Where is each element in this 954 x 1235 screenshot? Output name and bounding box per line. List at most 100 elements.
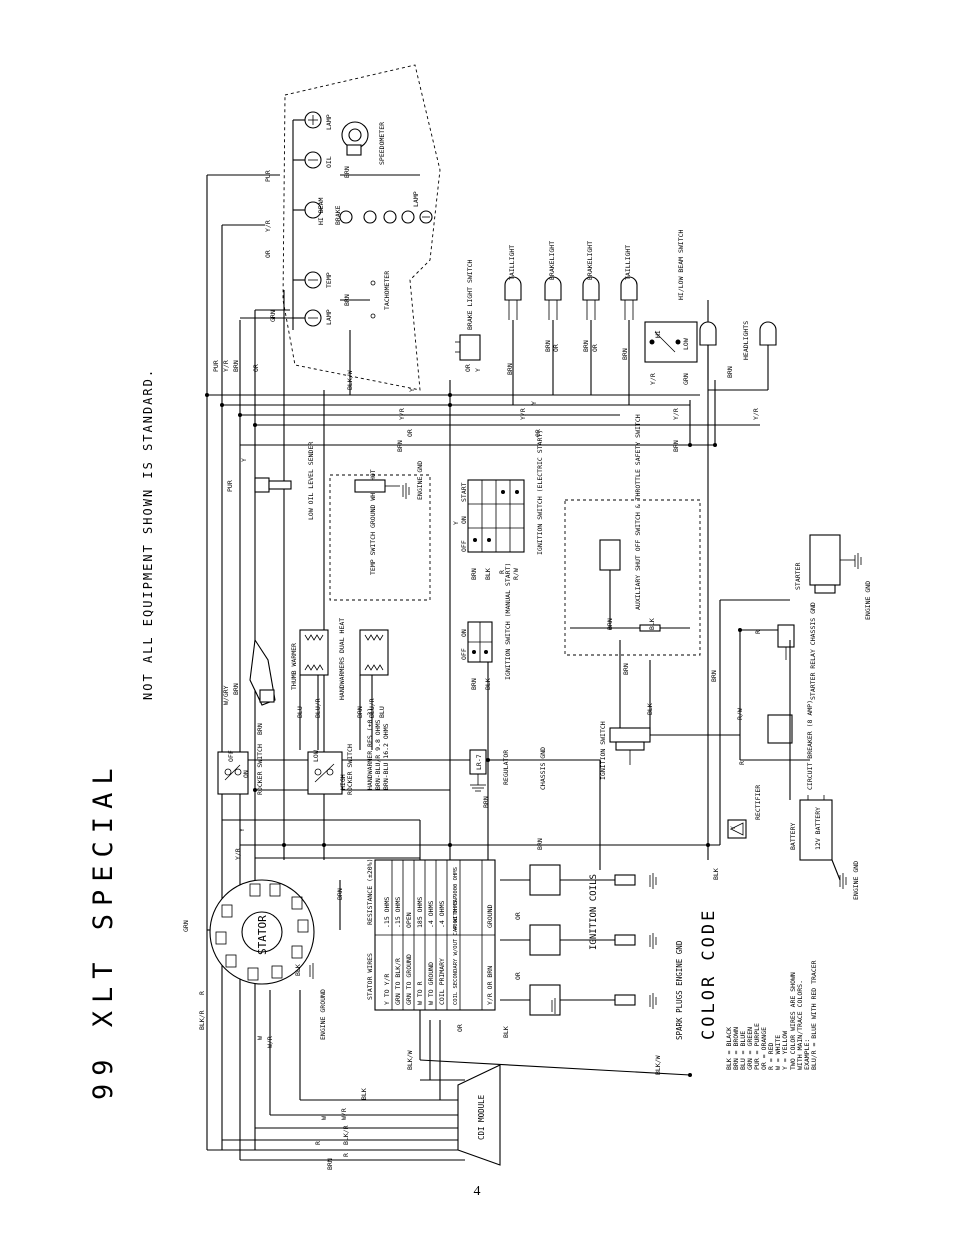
circuit-breaker-label: CIRCUIT BREAKER (8 AMP) (806, 700, 814, 790)
hi-label: HI (654, 330, 662, 338)
table-row-1-wire: Y TO Y/R (383, 974, 391, 1005)
harness-wires (206, 174, 810, 1161)
ignition-switch-key-icon (609, 727, 651, 765)
rocker-2-low: LOW (312, 750, 320, 762)
temp-switch-box (329, 474, 431, 601)
wire-label-y-r-8: Y/R (234, 848, 242, 860)
wire-label-r-4: R (198, 991, 206, 995)
color-code-entry-9: Y = YELLOW (781, 1031, 789, 1070)
rocker-1-on: ON (242, 770, 250, 778)
indicator-4-icon (401, 210, 415, 224)
thumb-warmer-icon (249, 638, 276, 706)
engine-gnd-label: ENGINE GND (864, 581, 872, 620)
electric-switch-on: ON (460, 516, 468, 524)
color-code-heading: COLOR CODE (699, 908, 719, 1040)
headlight-2-icon (759, 321, 777, 346)
handwarmer-2-icon (359, 629, 389, 676)
aux-shutoff-box (564, 499, 701, 656)
aux-shutoff-label: AUXILIARY SHUT OFF SWITCH & THROTTLE SAF… (634, 414, 642, 610)
color-code-entry-7: R = RED (767, 1043, 775, 1070)
table-row-4-value: 185 OHMS (416, 897, 424, 928)
wire-label-blk-w-3: BLK/W (654, 1055, 662, 1075)
table-row-8-wire: Y/R OR BRN (486, 966, 494, 1005)
ignition-switch-electric-table (467, 479, 525, 553)
color-code-note-3: EXAMPLE: (803, 1039, 811, 1070)
wire-label-r-1: R (498, 570, 506, 574)
wire-label-y-r-5: Y/R (649, 373, 657, 385)
color-code-note-4: BLU/R = BLUE WITH RED TRACER (810, 960, 818, 1070)
wire-label-r-6: R (314, 1141, 322, 1145)
color-code-list: BLK = BLACK BRN = BROWN BLU = BLUE GRN =… (725, 960, 818, 1070)
rectifier-icon (727, 819, 747, 839)
battery-icon (799, 795, 833, 861)
wire-label-brn-21: BRN (536, 838, 544, 850)
stator-label: STATOR (256, 915, 269, 955)
wire-label-y-r-6: Y/R (672, 408, 680, 420)
oil-lamp-icon (304, 151, 322, 169)
wire-label-or-7: OR (534, 429, 542, 437)
stator-icon (209, 879, 315, 985)
table-row-1-value: .15 OHMS (383, 897, 391, 928)
table-header-stator-wires: STATOR WIRES (366, 953, 374, 1000)
wire-label-blu-2: BLU (378, 706, 386, 718)
wire-label-brn-18: BRN (356, 706, 364, 718)
instrument-cluster: LAMP OIL HI BEAM TEMP LAMP BRAKE LAMP (282, 64, 441, 395)
rectifier-label: RECTIFIER (754, 785, 762, 820)
table-row-5-value: .4 OHMS (427, 901, 435, 928)
hi-low-beam-label: HI/LOW BEAM SWITCH (677, 229, 685, 300)
wire-label-grn-2: GRN (682, 373, 690, 385)
wire-label-or-2: OR (252, 364, 260, 372)
resistance-table (374, 859, 496, 1011)
rocker-1-off: OFF (227, 750, 235, 762)
low-label: LOW (682, 338, 690, 350)
color-code-entry-3: BLU = BLUE (739, 1031, 747, 1070)
wire-label-y-r-3: Y/R (398, 408, 406, 420)
handwarmer-res-2-label: BRN-BLU 16.2 OHMS (382, 723, 390, 790)
wire-label-brn-22: BRN (326, 1158, 334, 1170)
wire-label-w-r-1: W/R (266, 1036, 274, 1048)
taillight-1-label: TAILLIGHT (508, 245, 516, 280)
wire-label-y-r-2: Y/R (222, 360, 230, 372)
wire-label-blk-w-1: BLK/W (346, 370, 354, 390)
wire-label-y-r-1: Y/R (264, 220, 272, 232)
wire-label-y-2: Y (474, 368, 482, 372)
color-code-note-1: TWO COLOR WIRES ARE SHOWN (789, 972, 797, 1070)
taillight-2-label: TAILLIGHT (624, 245, 632, 280)
starter-relay-label: STARTER RELAY CHASSIS GND (809, 602, 817, 700)
wire-label-w-2: W (320, 1116, 328, 1120)
ignition-switch-label: IGNITION SWITCH (599, 721, 607, 780)
indicator-3-icon (383, 210, 397, 224)
wire-label-brn-20: BRN (482, 796, 490, 808)
rocker-switch-1-icon (217, 751, 249, 795)
color-code-entry-8: W = WHITE (774, 1035, 782, 1070)
wire-label-blk-3: BLK (648, 618, 656, 630)
table-row-4-wire: W TO R (416, 981, 424, 1005)
wire-label-r-w-1: R/W (512, 568, 520, 580)
wire-label-y-r-4: Y/R (519, 408, 527, 420)
wire-label-blu-1: BLU (296, 706, 304, 718)
wire-label-y-r-7: Y/R (752, 408, 760, 420)
rocker-2-high: HIGH (339, 774, 347, 790)
indicator-2-icon (363, 210, 377, 224)
color-code-entry-4: GRN = GREEN (746, 1027, 754, 1070)
wire-label-brn-8: BRN (621, 348, 629, 360)
wire-label-y-3: Y (530, 401, 538, 405)
hi-low-beam-switch-icon (644, 321, 698, 363)
brakelight-1-icon (544, 276, 562, 320)
wire-label-blk-r-2: BLK/R (342, 1125, 350, 1145)
wire-label-brn-9: BRN (726, 366, 734, 378)
ignition-coils-label: IGNITION COILS (589, 874, 599, 950)
engine-gnd-box-label: ENGINE GND (416, 461, 424, 500)
wire-label-or-3: OR (406, 429, 414, 437)
wire-label-brn-1: BRN (343, 166, 351, 178)
wire-label-w-gry: W/GRY (222, 685, 230, 705)
table-header-resistance: RESISTANCE (±20%) (366, 858, 374, 925)
wire-label-brn-10: BRN (672, 440, 680, 452)
engine-ground-label: ENGINE GROUND (319, 989, 327, 1040)
manual-switch-off: OFF (460, 648, 468, 660)
lamp-bottom-label: LAMP (325, 309, 333, 325)
table-row-3-value: OPEN (405, 912, 413, 928)
regulator-icon (469, 749, 487, 792)
wire-label-blk-6: BLK (360, 1088, 368, 1100)
